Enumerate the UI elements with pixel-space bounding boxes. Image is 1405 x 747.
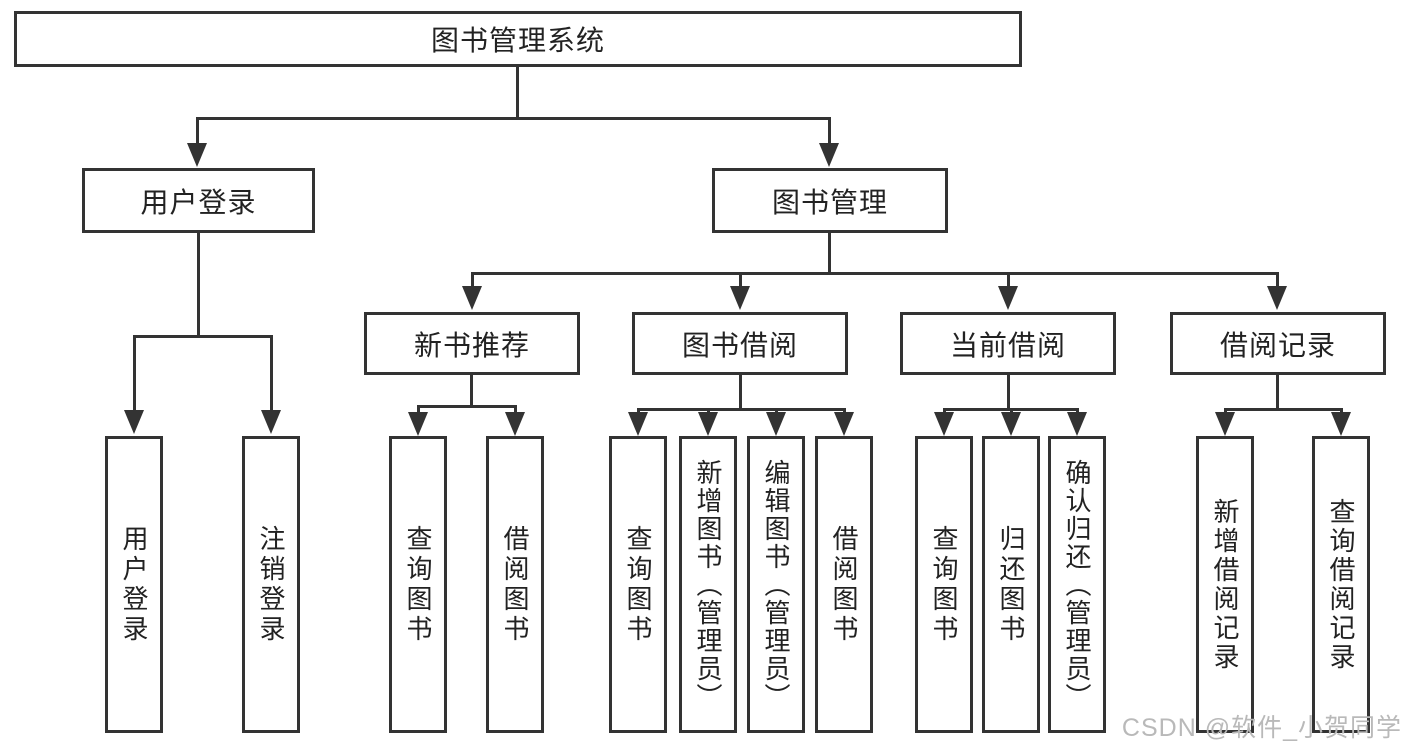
node-book-borrowing: 图书借阅 — [632, 312, 848, 375]
connector-line — [739, 272, 742, 290]
connector-line — [197, 233, 200, 335]
connector-line — [270, 335, 273, 414]
leaf-query-books-recommend: 查询图书 — [389, 436, 447, 733]
arrow-down-icon — [1331, 412, 1351, 436]
leaf-label: 借阅图书 — [500, 524, 530, 645]
arrow-down-icon — [766, 412, 786, 436]
connector-line — [828, 117, 831, 147]
arrow-down-icon — [934, 412, 954, 436]
connector-line — [1276, 272, 1279, 290]
leaf-borrow-books: 借阅图书 — [815, 436, 873, 733]
arrow-down-icon — [187, 143, 207, 167]
leaf-label: 确认归还（管理员） — [1062, 458, 1092, 711]
node-current-borrowing: 当前借阅 — [900, 312, 1116, 375]
leaf-label: 查询借阅记录 — [1326, 497, 1356, 672]
leaf-query-borrow-record: 查询借阅记录 — [1312, 436, 1370, 733]
arrow-down-icon — [505, 412, 525, 436]
node-borrowing-records: 借阅记录 — [1170, 312, 1386, 375]
connector-line — [1276, 375, 1279, 408]
leaf-label: 归还图书 — [996, 524, 1026, 645]
leaf-label: 借阅图书 — [829, 524, 859, 645]
arrow-down-icon — [698, 412, 718, 436]
csdn-watermark: CSDN @软件_小贺同学 — [1121, 714, 1402, 742]
connector-line — [471, 272, 1279, 275]
arrow-down-icon — [261, 410, 281, 434]
connector-line — [1007, 272, 1010, 290]
connector-line — [1007, 375, 1010, 408]
leaf-query-books-current: 查询图书 — [915, 436, 973, 733]
leaf-user-login: 用户登录 — [105, 436, 163, 733]
connector-line — [471, 272, 474, 290]
connector-line — [514, 405, 517, 416]
leaf-return-books: 归还图书 — [982, 436, 1040, 733]
leaf-label: 新增借阅记录 — [1210, 497, 1240, 672]
connector-line — [133, 335, 136, 414]
arrow-down-icon — [834, 412, 854, 436]
leaf-confirm-return-admin: 确认归还（管理员） — [1048, 436, 1106, 733]
arrow-down-icon — [998, 286, 1018, 310]
connector-line — [637, 408, 846, 411]
arrow-down-icon — [730, 286, 750, 310]
arrow-down-icon — [1267, 286, 1287, 310]
leaf-add-books-admin: 新增图书（管理员） — [679, 436, 737, 733]
connector-line — [133, 335, 273, 338]
leaf-label: 查询图书 — [929, 524, 959, 645]
leaf-label: 编辑图书（管理员） — [761, 458, 791, 711]
leaf-label: 新增图书（管理员） — [693, 458, 723, 711]
arrow-down-icon — [124, 410, 144, 434]
leaf-label: 查询图书 — [403, 524, 433, 645]
leaf-label: 查询图书 — [623, 524, 653, 645]
leaf-add-borrow-record: 新增借阅记录 — [1196, 436, 1254, 733]
connector-line — [828, 233, 831, 272]
arrow-down-icon — [628, 412, 648, 436]
node-user-login: 用户登录 — [82, 168, 315, 233]
connector-line — [196, 117, 831, 120]
node-root-library-system: 图书管理系统 — [14, 11, 1022, 67]
node-book-management: 图书管理 — [712, 168, 948, 233]
leaf-query-books-borrowing: 查询图书 — [609, 436, 667, 733]
connector-line — [739, 375, 742, 408]
leaf-edit-books-admin: 编辑图书（管理员） — [747, 436, 805, 733]
node-new-book-recommend: 新书推荐 — [364, 312, 580, 375]
connector-line — [417, 405, 420, 416]
connector-line — [516, 67, 519, 117]
connector-line — [470, 375, 473, 405]
leaf-label: 注销登录 — [256, 524, 286, 645]
connector-line — [417, 405, 517, 408]
arrow-down-icon — [462, 286, 482, 310]
connector-line — [1224, 408, 1343, 411]
connector-line — [196, 117, 199, 147]
arrow-down-icon — [819, 143, 839, 167]
arrow-down-icon — [1215, 412, 1235, 436]
arrow-down-icon — [1001, 412, 1021, 436]
arrow-down-icon — [1067, 412, 1087, 436]
leaf-logout: 注销登录 — [242, 436, 300, 733]
leaf-borrow-books-recommend: 借阅图书 — [486, 436, 544, 733]
leaf-label: 用户登录 — [119, 524, 149, 645]
arrow-down-icon — [408, 412, 428, 436]
